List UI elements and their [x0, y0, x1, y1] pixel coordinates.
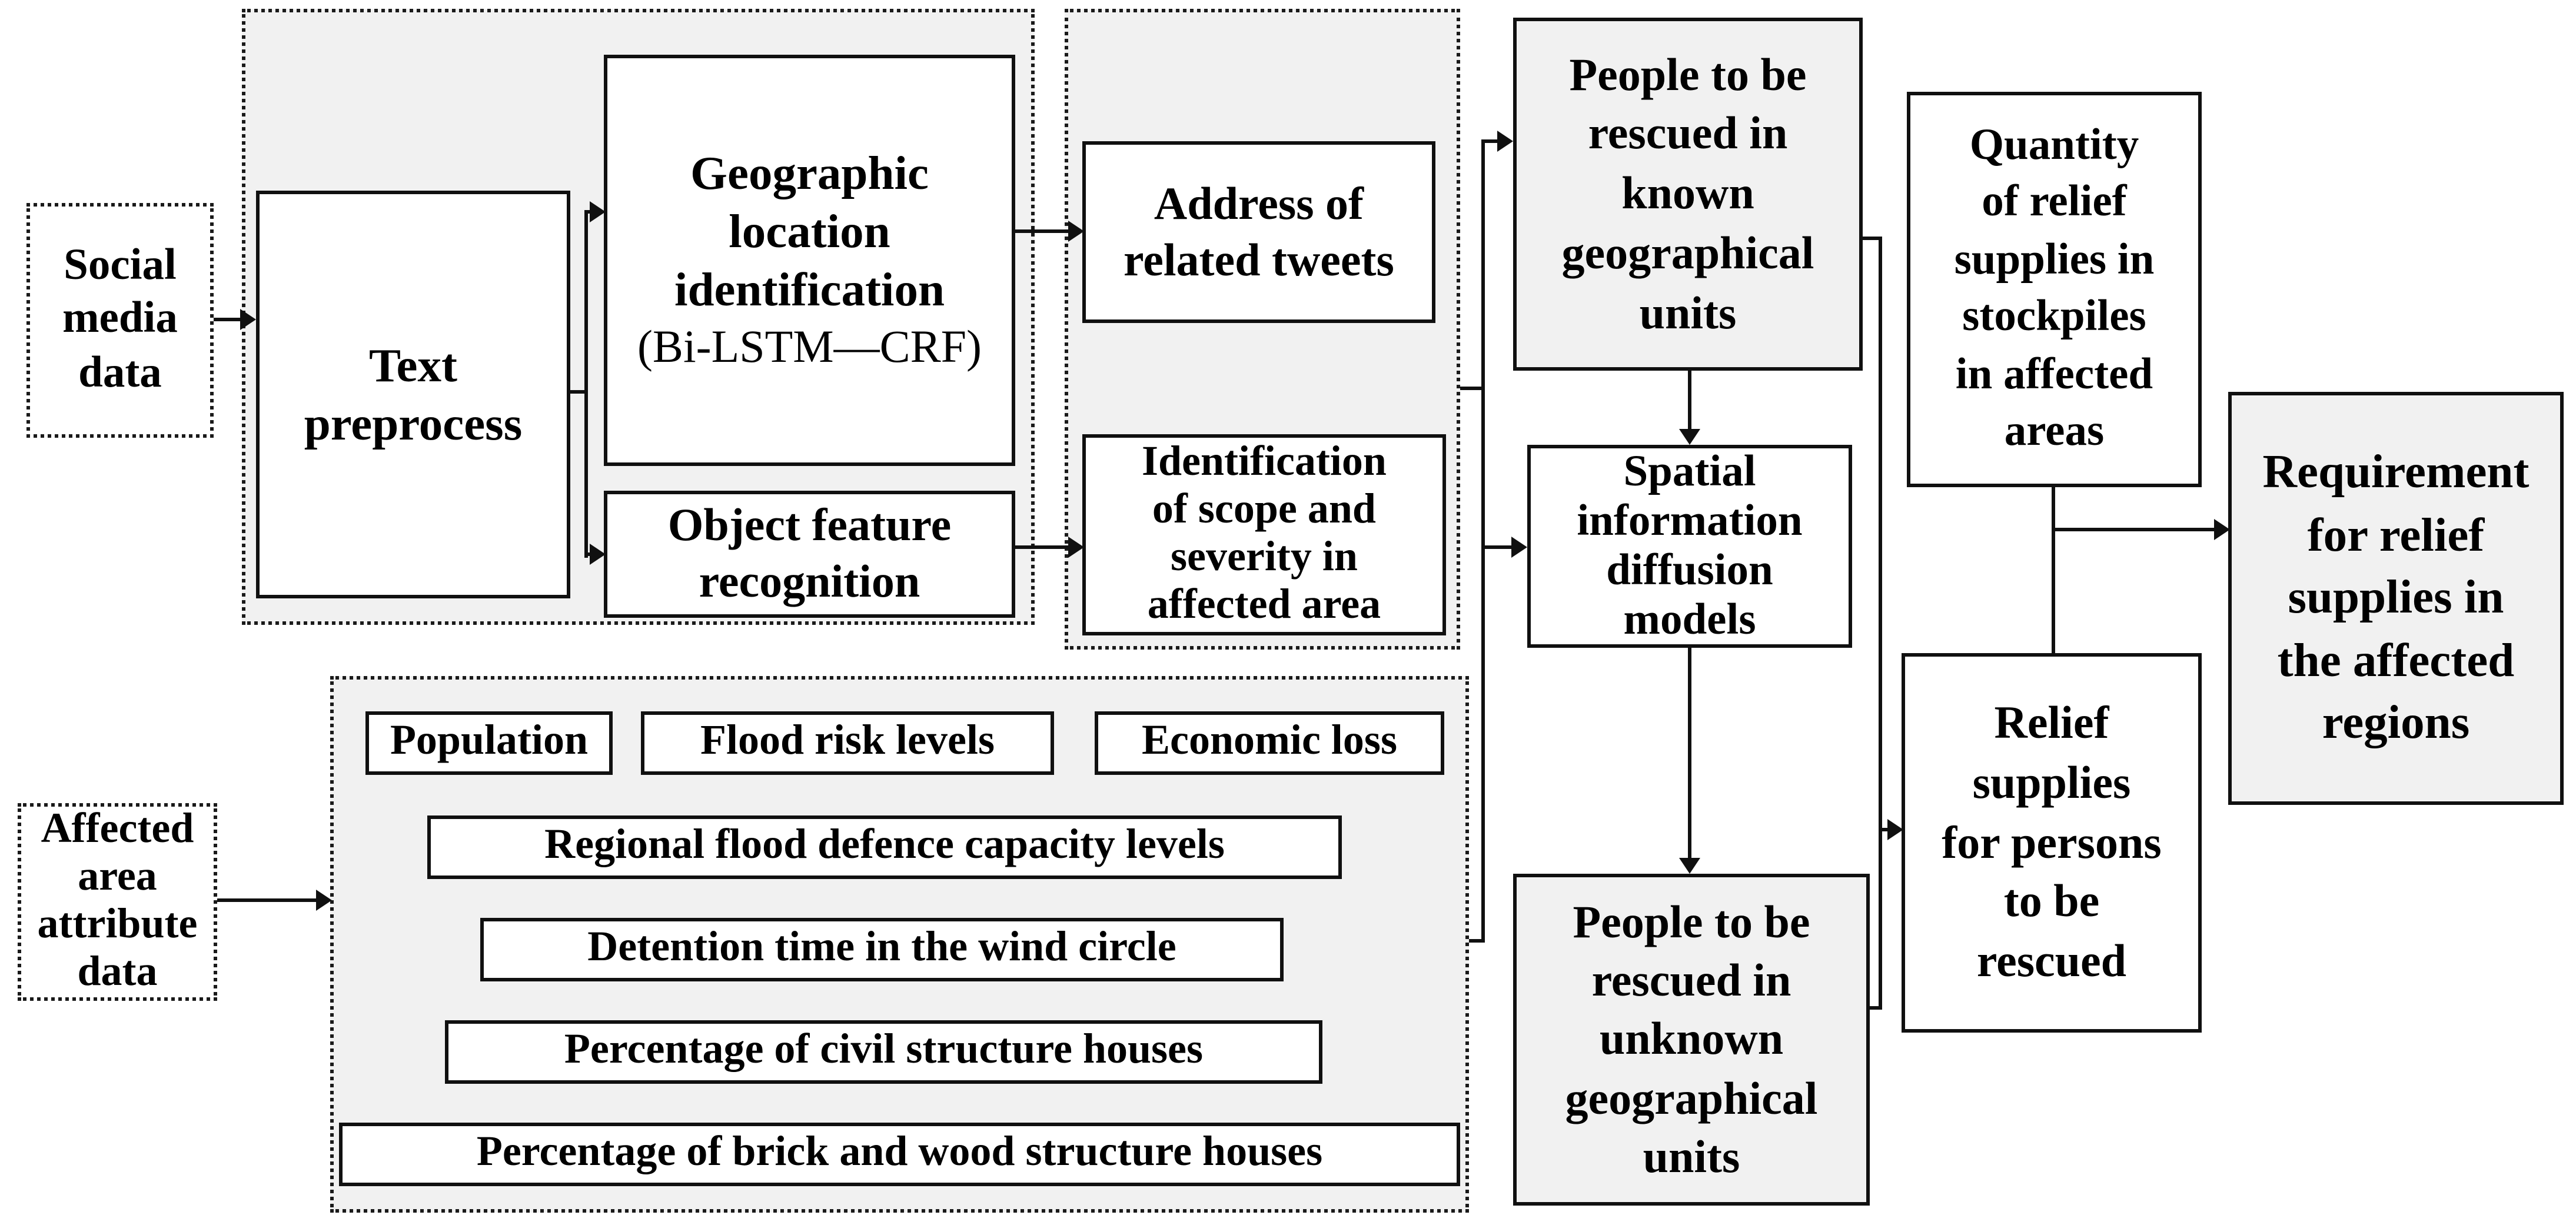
node-percentage-brick-wood-houses: Percentage of brick and wood structure h… [339, 1123, 1460, 1186]
line-segment [584, 552, 593, 556]
line-segment [1469, 939, 1485, 943]
arrowhead [2214, 519, 2230, 540]
node-relief-supplies-for-persons: Relief supplies for persons to be rescue… [1902, 653, 2202, 1033]
line-segment [584, 210, 588, 558]
node-quantity-relief-stockpiles: Quantity of relief supplies in stockpile… [1907, 92, 2202, 487]
line-segment [2055, 528, 2216, 531]
node-requirement-relief-supplies: Requirement for relief supplies in the a… [2228, 392, 2564, 805]
arrowhead [316, 890, 332, 911]
node-social-media-data: Social media data [26, 203, 214, 438]
line-segment [1688, 648, 1691, 861]
line-segment [1485, 545, 1515, 549]
node-affected-area-attribute-data: Affected area attribute data [18, 803, 217, 1001]
arrowhead [590, 544, 606, 565]
line-segment [1485, 139, 1501, 143]
arrowhead [590, 201, 606, 222]
node-percentage-civil-structure-houses: Percentage of civil structure houses [445, 1020, 1322, 1084]
line-segment [2052, 487, 2055, 653]
line-segment [1481, 139, 1485, 943]
arrowhead [240, 309, 256, 330]
line-segment [1863, 237, 1882, 240]
arrowhead [1511, 537, 1527, 558]
arrowhead [1679, 858, 1700, 874]
node-population: Population [365, 711, 613, 775]
line-segment [1870, 1006, 1882, 1010]
line-segment [1882, 828, 1891, 831]
node-economic-loss: Economic loss [1095, 711, 1444, 775]
node-detention-time-wind-circle: Detention time in the wind circle [480, 918, 1284, 981]
node-label: Geographic location identification [674, 147, 945, 317]
node-sublabel-bilstm-crf: (Bi-LSTM—CRF) [637, 321, 982, 373]
arrowhead [1887, 819, 1903, 840]
line-segment [1688, 371, 1691, 434]
node-identification-scope-severity: Identification of scope and severity in … [1082, 434, 1446, 635]
line-segment [1879, 237, 1882, 1010]
node-text-preprocess: Text preprocess [256, 191, 570, 598]
arrowhead [1068, 537, 1084, 558]
node-people-rescued-known-units: People to be rescued in known geographic… [1513, 18, 1863, 371]
line-segment [570, 390, 588, 394]
line-segment [1015, 229, 1070, 233]
line-segment [584, 210, 593, 214]
node-regional-flood-defence-capacity: Regional flood defence capacity levels [427, 815, 1342, 879]
node-object-feature-recognition: Object feature recognition [604, 491, 1015, 618]
arrowhead [1679, 429, 1700, 445]
node-geographic-location-identification: Geographic location identification (Bi-L… [604, 55, 1015, 466]
node-address-of-related-tweets: Address of related tweets [1082, 141, 1435, 323]
line-segment [1015, 545, 1070, 549]
line-segment [217, 898, 318, 902]
node-people-rescued-unknown-units: People to be rescued in unknown geograph… [1513, 874, 1870, 1206]
arrowhead [1068, 221, 1084, 242]
node-spatial-information-diffusion-models: Spatial information diffusion models [1527, 445, 1852, 648]
arrowhead [1497, 131, 1513, 152]
line-segment [1460, 387, 1483, 390]
line-segment [214, 318, 242, 321]
node-flood-risk-levels: Flood risk levels [641, 711, 1054, 775]
